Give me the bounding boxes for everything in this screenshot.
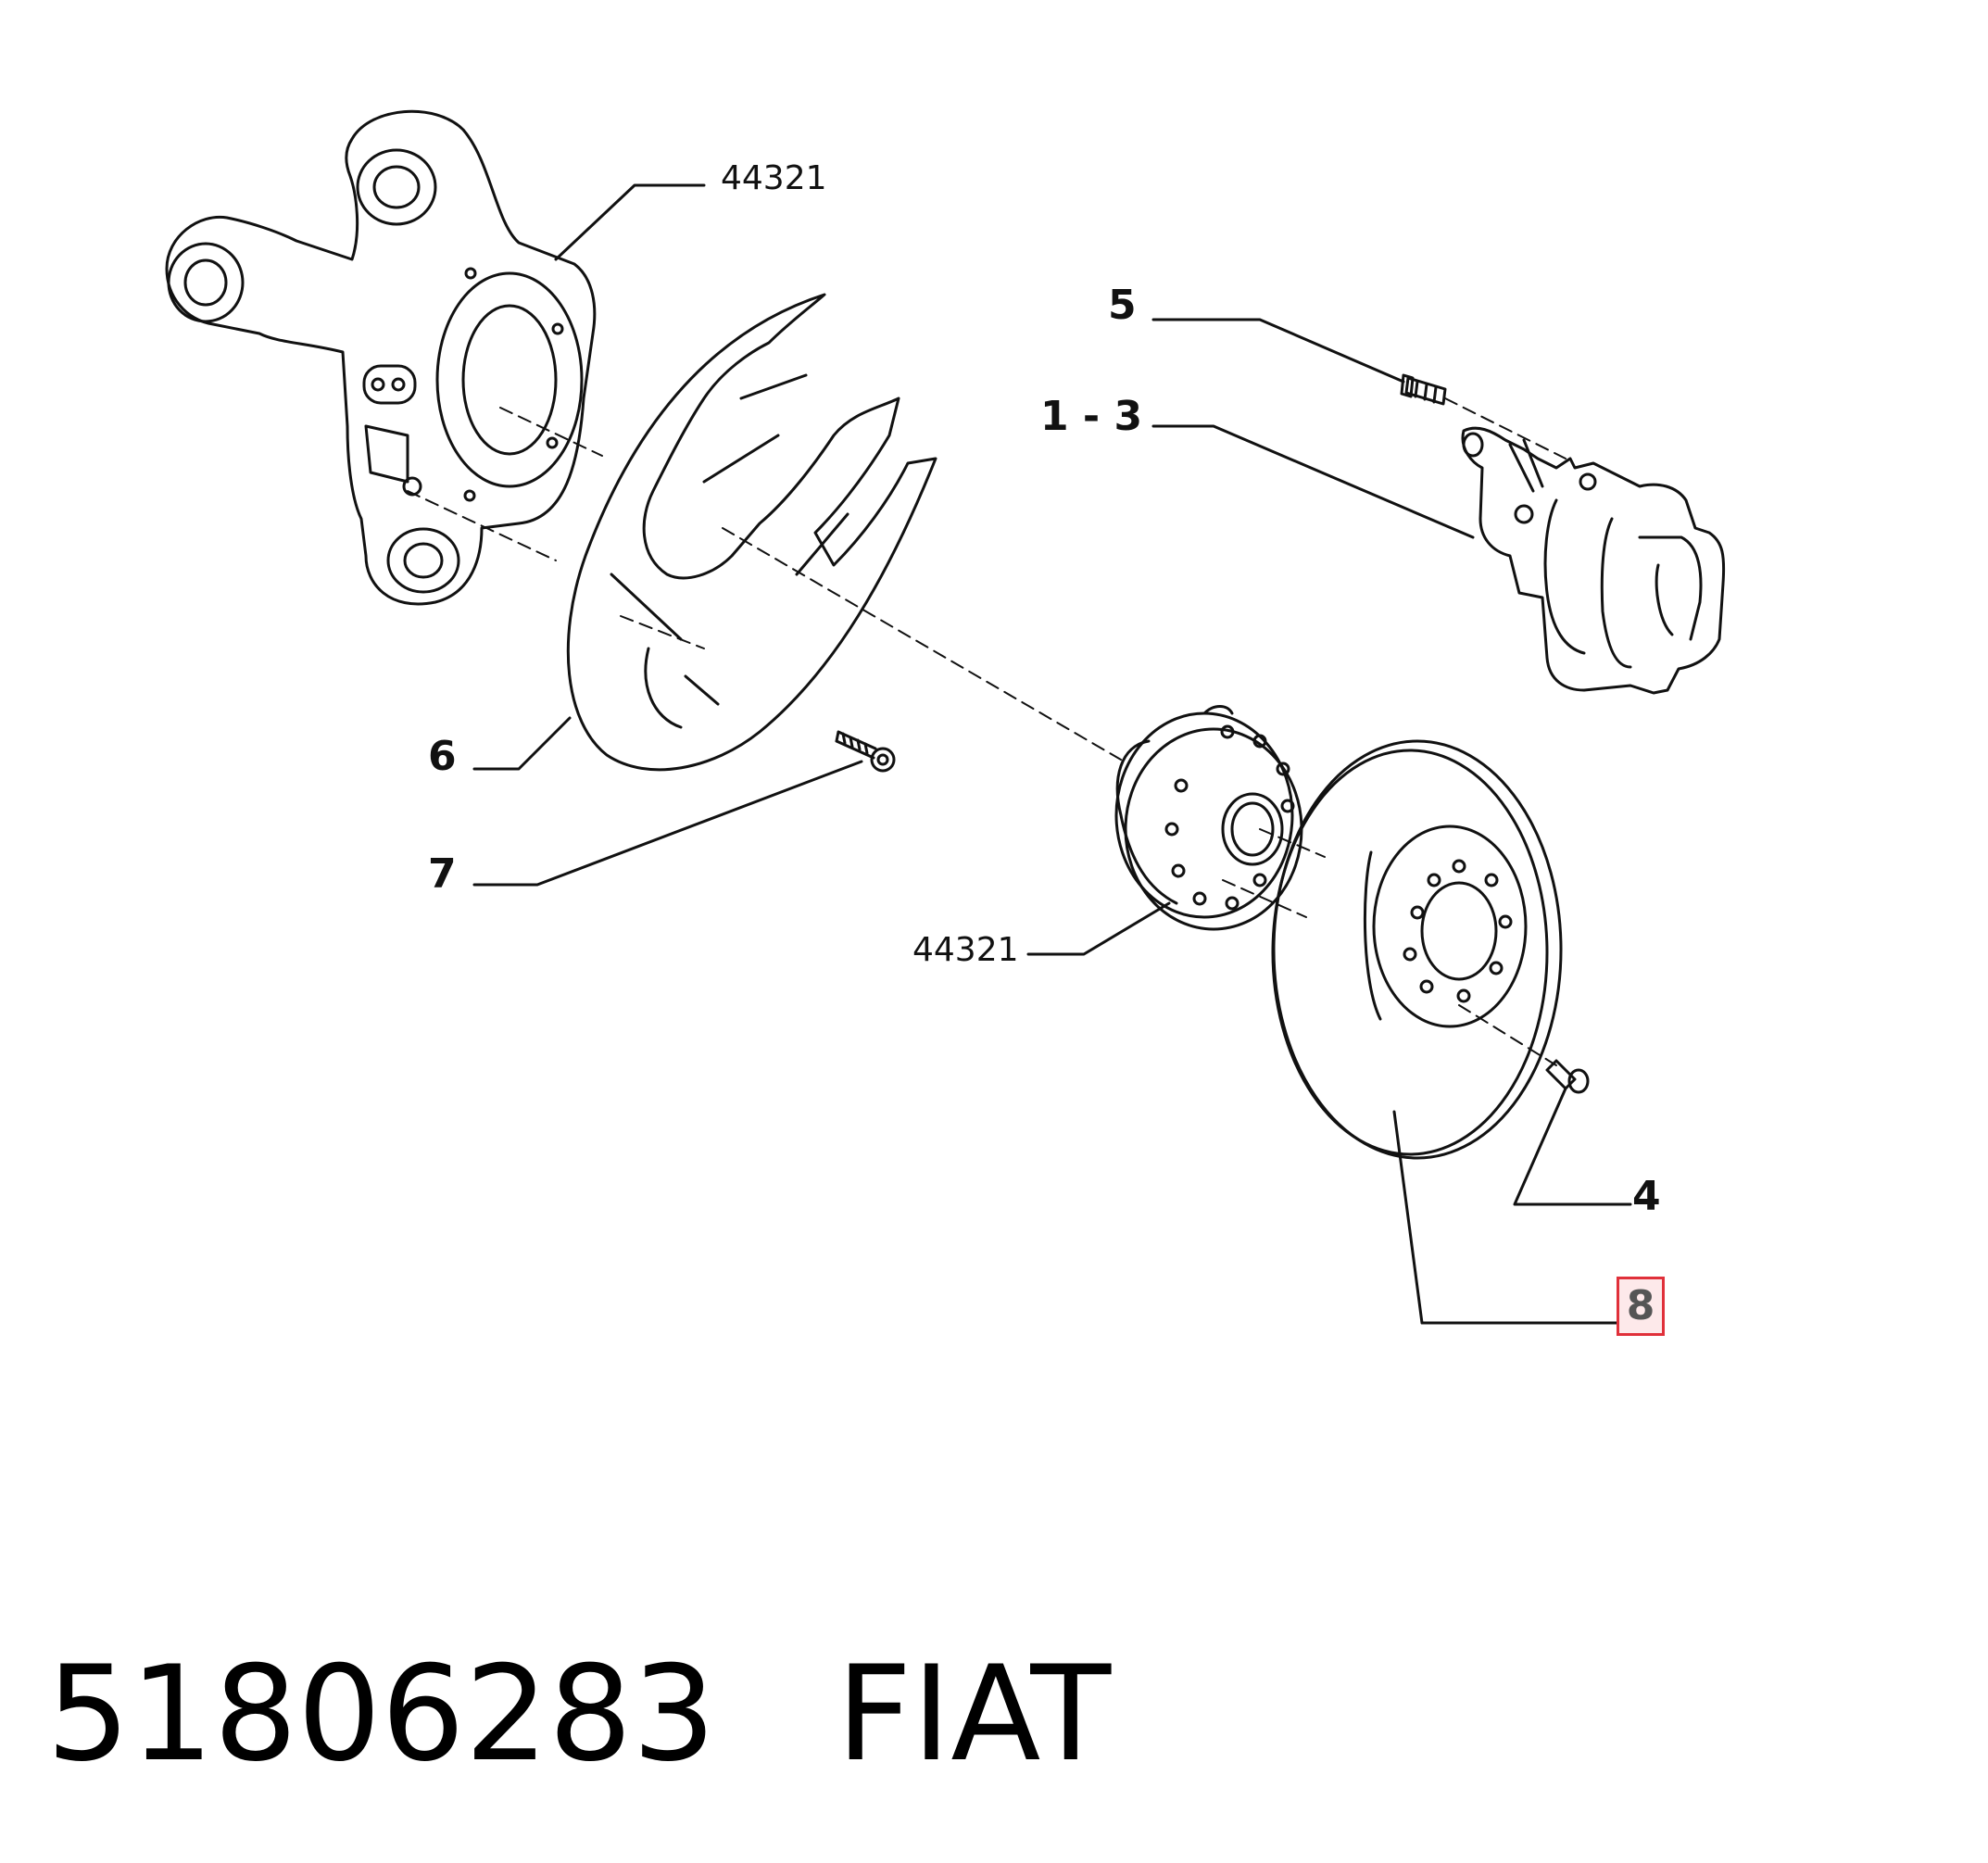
callout-6: 6 (428, 733, 457, 780)
screw-4 (1545, 1059, 1590, 1094)
steering-knuckle (165, 109, 597, 606)
brand-name: FIAT (836, 1638, 1112, 1791)
bolt-5 (1400, 373, 1447, 406)
callout-knuckle: 44321 (721, 159, 827, 197)
callout-1-3: 1 - 3 (1040, 393, 1143, 440)
callout-7: 7 (428, 850, 457, 898)
callout-hub: 44321 (912, 931, 1019, 969)
brake-caliper (1461, 426, 1726, 695)
brake-disc (1271, 739, 1563, 1160)
part-number: 51806283 (46, 1638, 716, 1791)
wheel-hub (1114, 705, 1303, 931)
callout-4: 4 (1632, 1173, 1661, 1220)
assembly-axes (407, 397, 1566, 1066)
leader-lines (472, 183, 1632, 1325)
splash-shield (566, 293, 937, 772)
callout-5: 5 (1108, 282, 1137, 329)
bolt-7 (835, 730, 896, 773)
callout-8-highlighted[interactable]: 8 (1617, 1277, 1665, 1336)
